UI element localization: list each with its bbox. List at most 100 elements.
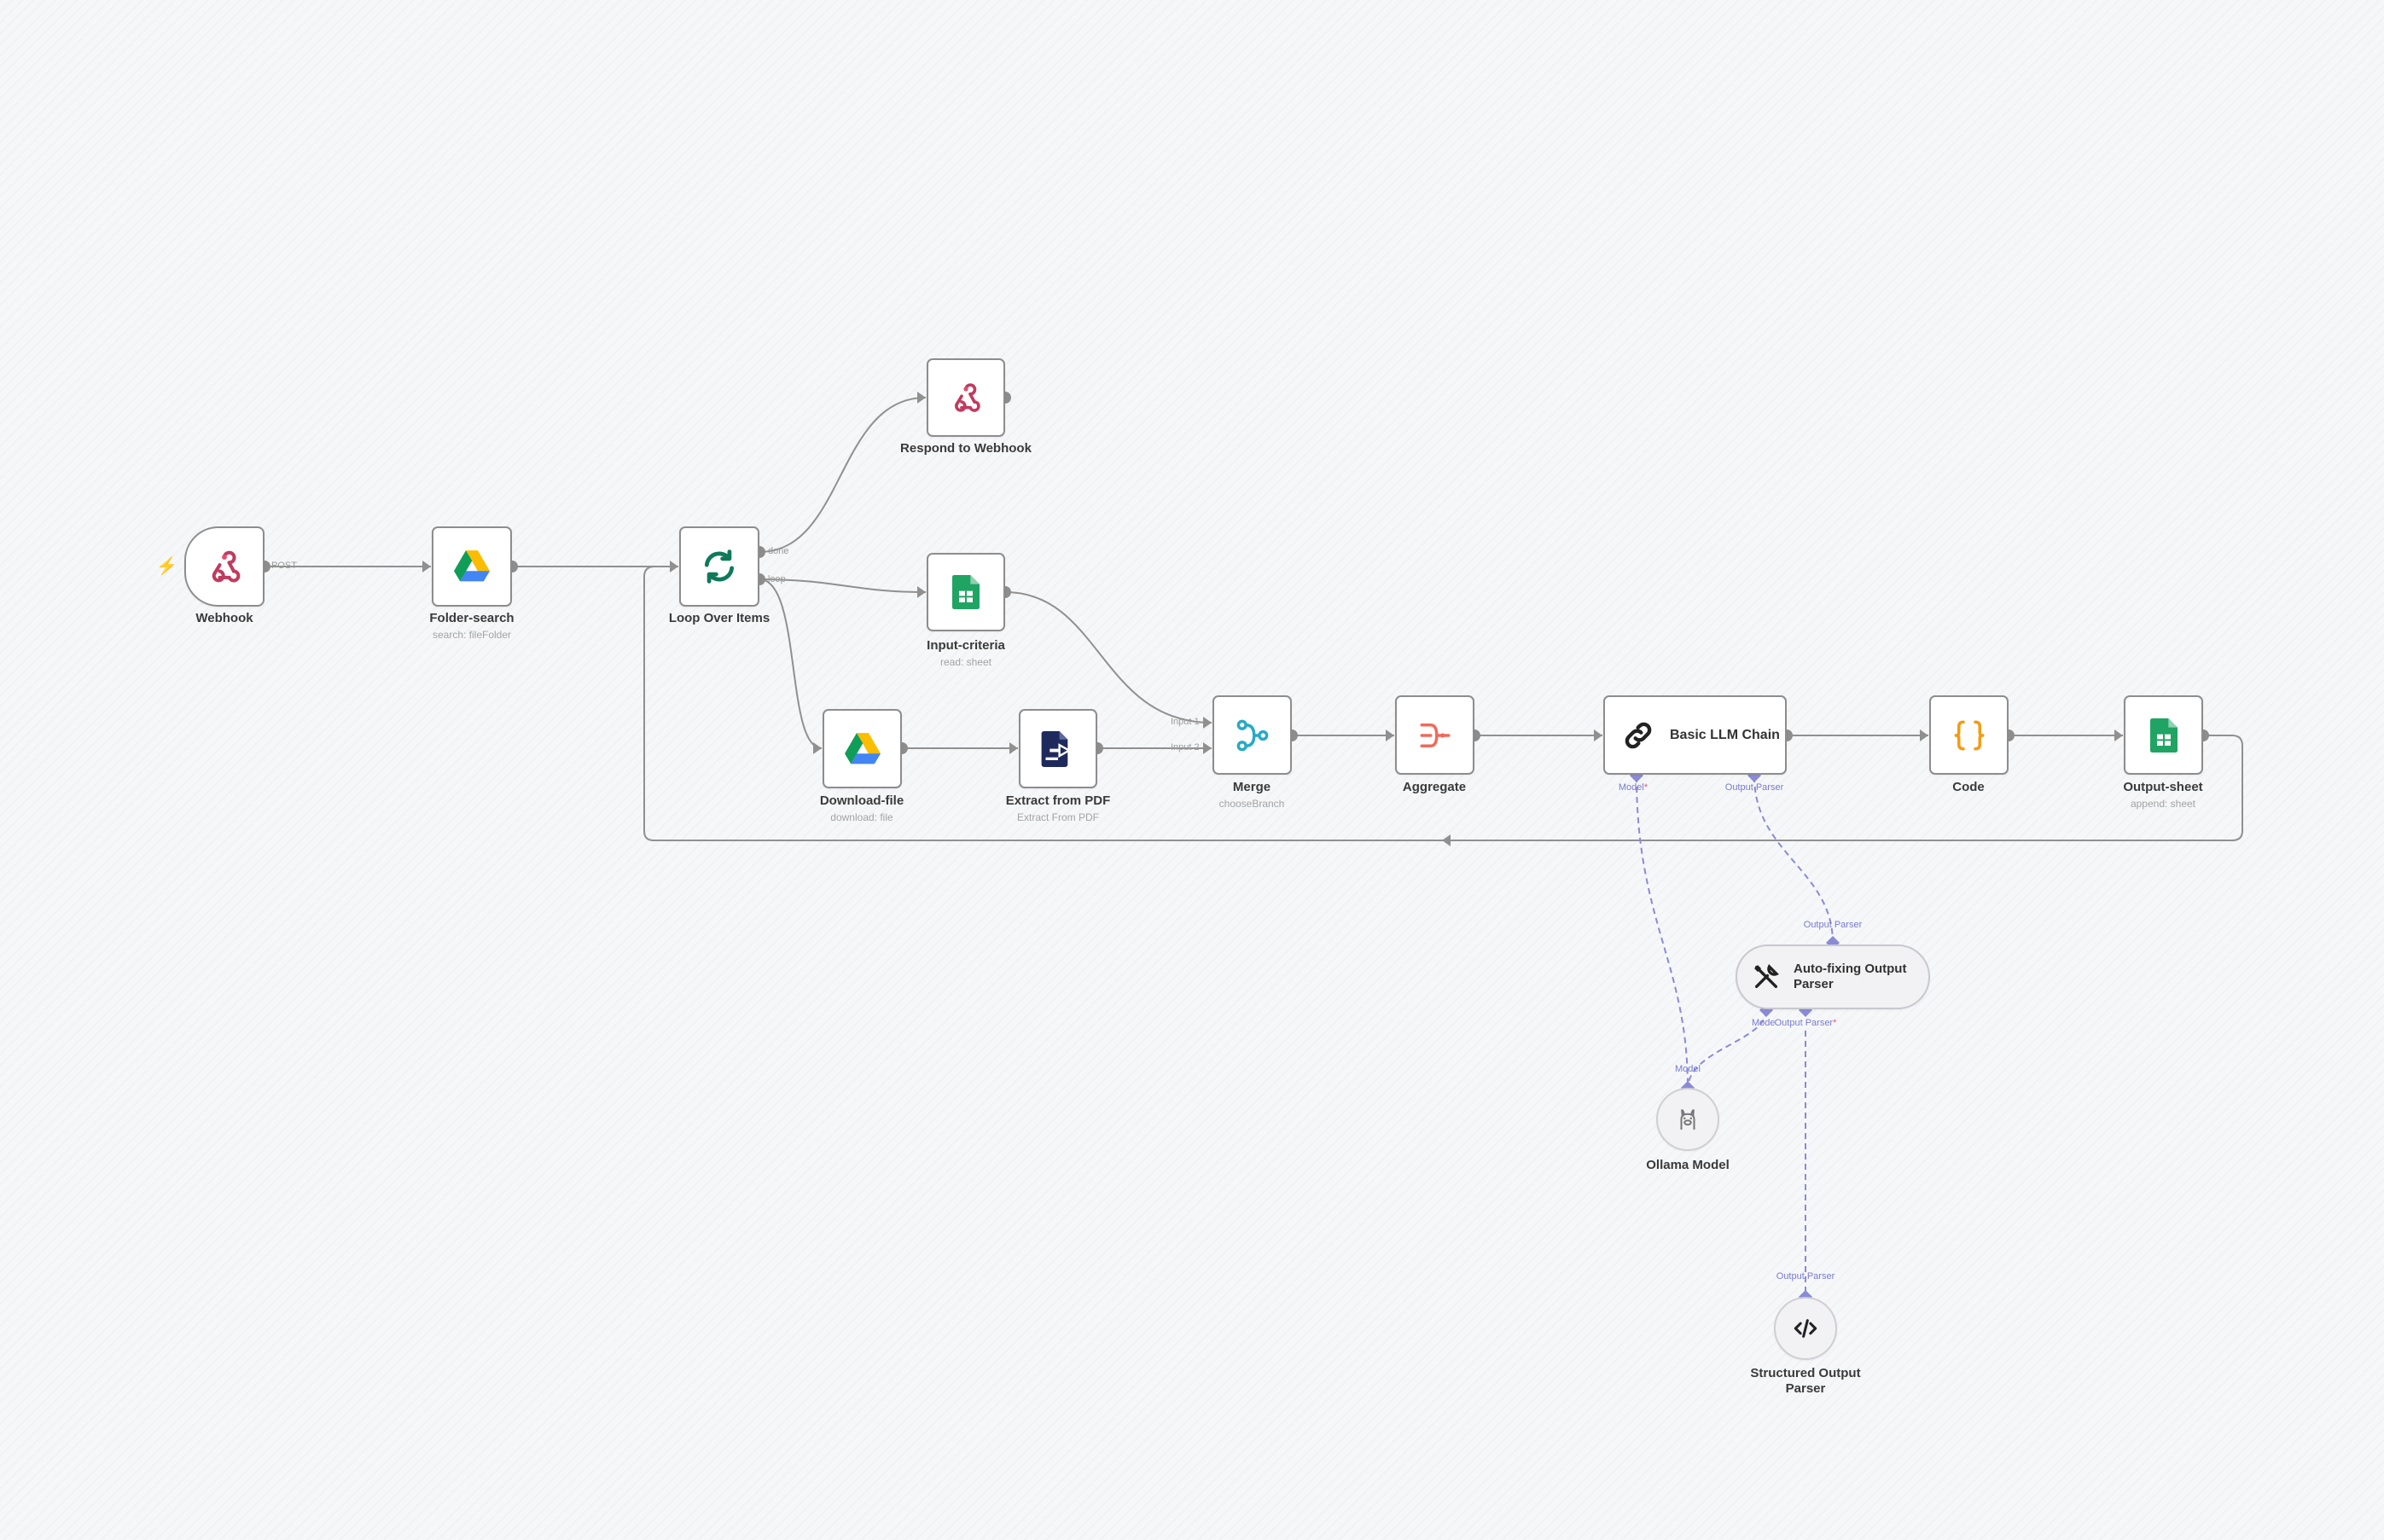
- node-input-criteria[interactable]: [927, 553, 1005, 631]
- node-label: Ollama Model: [1646, 1158, 1730, 1172]
- node-label: Input-criteria: [927, 638, 1005, 653]
- node-subtitle: chooseBranch: [1218, 798, 1285, 810]
- ai-port-tag-text: Model: [1618, 782, 1644, 793]
- ai-port-tag-output-parser: Output Parser: [1803, 920, 1863, 930]
- webhook-icon: [203, 545, 246, 588]
- node-label: Loop Over Items: [668, 611, 770, 625]
- port-tag-post: POST: [271, 561, 297, 571]
- node-auto-fixing-output-parser[interactable]: Auto-fixing Output Parser: [1736, 944, 1930, 1009]
- google-sheets-icon: [2143, 714, 2185, 757]
- port-tag-input-2: Input 2: [1171, 742, 1200, 753]
- google-drive-icon: [451, 545, 493, 588]
- node-label: Webhook: [195, 611, 253, 625]
- code-braces-icon: [1948, 714, 1991, 757]
- ai-port-tag-model: Model: [1675, 1064, 1701, 1074]
- node-subtitle: read: sheet: [939, 656, 992, 668]
- node-subtitle: Extract From PDF: [1016, 811, 1099, 823]
- node-folder-search[interactable]: [432, 526, 512, 607]
- node-download-file-caption: Download-file download: file: [768, 793, 956, 823]
- node-title: Basic LLM Chain: [1670, 727, 1780, 742]
- node-label: Output-sheet: [2123, 780, 2203, 794]
- arrowhead: [813, 742, 822, 754]
- node-label: Aggregate: [1402, 780, 1467, 794]
- wire-loop-respond: [759, 397, 927, 553]
- merge-icon: [1231, 714, 1274, 757]
- aggregate-icon: [1414, 714, 1457, 757]
- arrowhead: [2114, 729, 2123, 741]
- ai-port-tag-output-parser: Output Parser*: [1774, 1018, 1837, 1028]
- ai-port-tag-output-parser: Output Parser: [1724, 782, 1784, 793]
- node-ollama-model[interactable]: [1656, 1088, 1719, 1151]
- port-tag-input-1: Input 1: [1171, 717, 1200, 727]
- node-label: Download-file: [819, 793, 904, 808]
- arrowhead: [1203, 717, 1212, 729]
- node-title: Auto-fixing Output Parser: [1794, 962, 1907, 991]
- node-aggregate-caption: Aggregate: [1340, 780, 1528, 795]
- node-download-file[interactable]: [823, 709, 902, 788]
- node-label: Extract from PDF: [1005, 793, 1111, 808]
- node-input-criteria-caption: Input-criteria read: sheet: [872, 638, 1060, 668]
- file-extract-icon: [1037, 728, 1079, 770]
- ai-port-tag-output-parser: Output Parser: [1776, 1271, 1835, 1281]
- code-tag-icon: [1788, 1311, 1823, 1345]
- port-tag-done: done: [768, 546, 789, 556]
- loop-icon: [698, 545, 741, 588]
- node-label: Code: [1952, 780, 1985, 794]
- node-structured-output-parser[interactable]: [1774, 1297, 1837, 1360]
- node-merge-caption: Merge chooseBranch: [1158, 780, 1346, 810]
- ai-port-tag-text: Output Parser: [1774, 1018, 1834, 1028]
- node-output-sheet[interactable]: [2124, 695, 2203, 775]
- node-code-caption: Code: [1875, 780, 2062, 795]
- node-label: Structured Output Parser: [1750, 1366, 1861, 1396]
- node-loop-caption: Loop Over Items: [625, 611, 813, 626]
- node-label: Merge: [1232, 780, 1271, 794]
- node-label: Respond to Webhook: [900, 441, 1032, 456]
- arrowhead: [1203, 742, 1212, 754]
- node-structured-caption: Structured Output Parser: [1737, 1366, 1874, 1397]
- trigger-bolt-icon: ⚡: [156, 557, 177, 576]
- arrowhead: [917, 586, 926, 598]
- port-tag-loop: loop: [768, 574, 786, 584]
- wire-loop-download: [759, 578, 823, 749]
- node-aggregate[interactable]: [1395, 695, 1474, 775]
- chain-link-icon: [1617, 714, 1660, 757]
- node-output-sheet-caption: Output-sheet append: sheet: [2069, 780, 2257, 810]
- node-extract-from-pdf[interactable]: [1019, 709, 1097, 788]
- node-code[interactable]: [1929, 695, 2009, 775]
- arrowhead: [1009, 742, 1018, 754]
- node-subtitle: append: sheet: [2130, 798, 2196, 810]
- ai-port-tag-model: Model*: [1619, 782, 1648, 793]
- arrowhead: [422, 561, 431, 572]
- node-folder-search-caption: Folder-search search: fileFolder: [378, 611, 566, 641]
- ai-wire-llm-parser: [1753, 776, 1834, 944]
- node-subtitle: download: file: [830, 811, 893, 823]
- node-ollama-caption: Ollama Model: [1594, 1158, 1782, 1173]
- ollama-icon: [1671, 1102, 1705, 1136]
- arrowhead: [917, 392, 926, 404]
- node-respond-to-webhook[interactable]: [927, 358, 1005, 437]
- required-mark: *: [1833, 1018, 1837, 1028]
- node-webhook[interactable]: [184, 526, 265, 607]
- google-sheets-icon: [945, 571, 987, 613]
- ai-port-tag-model: Model: [1752, 1018, 1777, 1028]
- arrowhead: [1920, 729, 1928, 741]
- ai-wire-llm-model: [1636, 776, 1689, 1089]
- node-webhook-caption: Webhook: [131, 611, 318, 626]
- arrowhead: [1442, 834, 1451, 846]
- node-merge[interactable]: [1212, 695, 1292, 775]
- required-mark: *: [1643, 782, 1648, 793]
- node-respond-caption: Respond to Webhook: [872, 441, 1060, 456]
- tools-icon: [1749, 960, 1783, 994]
- node-subtitle: search: fileFolder: [432, 629, 512, 641]
- arrowhead: [1594, 729, 1602, 741]
- arrowhead: [670, 561, 678, 572]
- node-extract-pdf-caption: Extract from PDF Extract From PDF: [964, 793, 1152, 823]
- google-drive-icon: [841, 728, 884, 770]
- webhook-icon: [945, 376, 987, 419]
- node-basic-llm-chain[interactable]: Basic LLM Chain: [1603, 695, 1787, 775]
- arrowhead: [1386, 729, 1394, 741]
- node-loop-over-items[interactable]: [679, 526, 759, 607]
- node-label: Folder-search: [429, 611, 515, 625]
